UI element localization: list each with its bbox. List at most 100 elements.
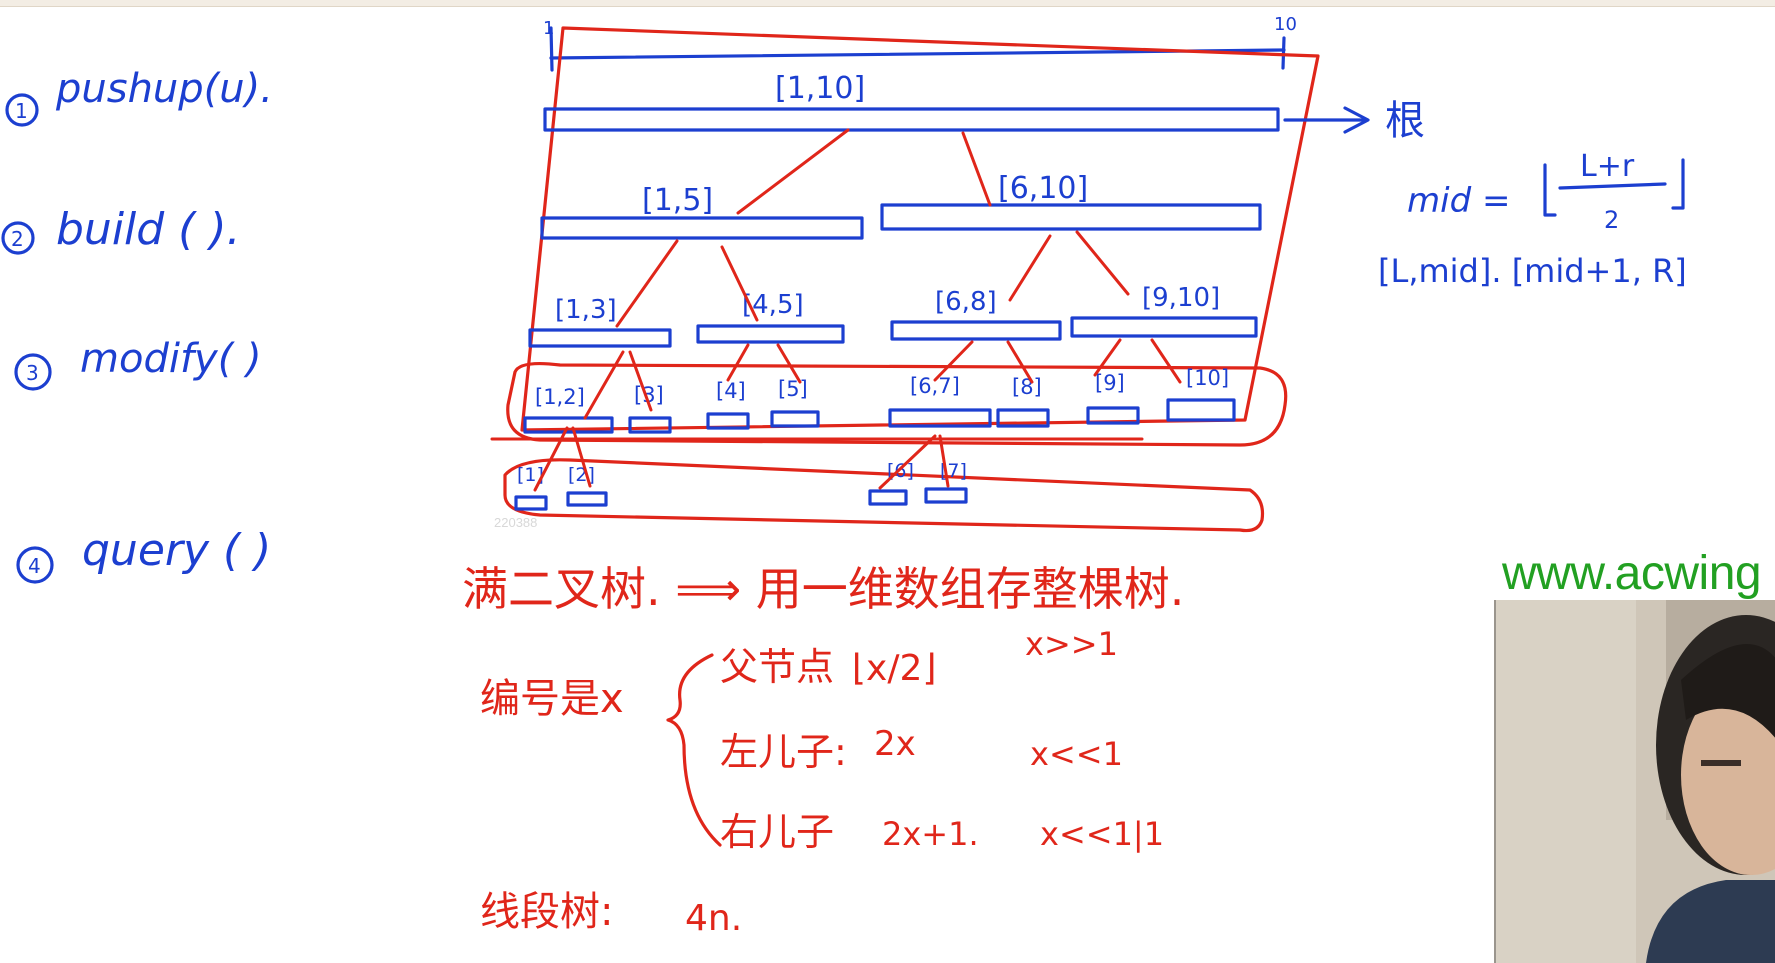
list-number: 1 [15, 99, 28, 123]
split-intervals: [L,mid]. [mid+1, R] [1378, 252, 1687, 290]
floor-left-bracket [1543, 163, 1557, 217]
node-label-6-10: [6,10] [998, 171, 1088, 206]
curly-brace [666, 653, 722, 847]
node-box-root [543, 107, 1280, 132]
list-item-query: 4 query ( ) [16, 525, 271, 584]
note-parent-label: 父节点 [720, 645, 834, 689]
node-label-1-2: [1,2] [535, 385, 585, 409]
node-label-6-8: [6,8] [935, 287, 997, 317]
list-number: 2 [11, 227, 24, 251]
list-number: 4 [28, 554, 41, 578]
node-box-1-2 [523, 416, 614, 434]
mid-formula: mid = L+r 2 [L,mid]. [mid+1, R] [1378, 149, 1687, 290]
node-box-6-10 [880, 203, 1262, 231]
node-box-6-7 [888, 408, 992, 428]
node-box-2 [566, 491, 608, 507]
node-label-2: [2] [568, 464, 595, 486]
edge-9-10-right [1150, 338, 1182, 384]
node-label-root: [1,10] [775, 71, 865, 106]
note-left-label: 左儿子: [720, 730, 847, 774]
node-label-1: [1] [517, 464, 544, 486]
node-label-5: [5] [778, 377, 808, 401]
note-parent-expr: ⌊x/2⌋ [852, 648, 936, 689]
note-index-label: 编号是x [480, 676, 624, 722]
left-function-list: 1 pushup(u). 2 build ( ). 3 modify( ) 4 … [1, 66, 273, 584]
presenter-image [1496, 600, 1775, 963]
edge-1-3-right [628, 350, 653, 412]
edge-6-10-left [1008, 234, 1052, 302]
red-band-level3 [506, 361, 1288, 447]
node-box-6 [868, 489, 908, 506]
list-text-pushup: pushup(u). [55, 66, 273, 112]
note-left-expr: 2x [874, 724, 916, 764]
edge-1-2-right [571, 426, 592, 488]
root-arrow-head [1343, 106, 1370, 134]
root-arrow-label: 根 [1385, 98, 1425, 144]
node-box-9-10 [1070, 316, 1258, 338]
edge-root-right [961, 131, 992, 207]
list-item-pushup: 1 pushup(u). [5, 66, 273, 127]
list-number: 3 [26, 361, 39, 385]
top-edge-bar [0, 0, 1775, 7]
node-label-4-5: [4,5] [742, 290, 804, 320]
red-enclosing-box [520, 26, 1320, 432]
node-label-4: [4] [716, 379, 746, 403]
ruler-left-tick [549, 26, 554, 72]
node-box-5 [770, 410, 820, 428]
note-right-shift: x<<1|1 [1040, 815, 1164, 853]
note-segtree-size: 4n. [685, 898, 742, 939]
list-text-modify: modify( ) [80, 336, 262, 382]
node-box-8 [996, 408, 1050, 428]
floor-right-bracket [1671, 158, 1685, 210]
node-label-1-5: [1,5] [642, 183, 713, 218]
number-circle-4 [16, 546, 54, 584]
edge-6-8-left [933, 340, 974, 382]
node-box-10 [1166, 398, 1236, 422]
edge-6-8-right [1006, 340, 1034, 384]
mid-numerator: L+r [1580, 149, 1635, 184]
list-item-modify: 3 modify( ) [14, 336, 262, 391]
node-label-6-7: [6,7] [910, 374, 960, 398]
edge-1-2-left [533, 426, 569, 492]
fraction-bar [1558, 182, 1667, 190]
edge-4-5-right [776, 343, 802, 384]
watermark-logo: www.acwing [1502, 547, 1762, 600]
node-label-9: [9] [1095, 371, 1125, 395]
node-box-3 [628, 416, 672, 434]
node-box-6-8 [890, 320, 1062, 341]
number-circle-3 [14, 353, 52, 391]
number-circle-1 [5, 93, 39, 127]
node-label-10: [10] [1186, 366, 1229, 390]
note-right-expr: 2x+1. [882, 815, 979, 853]
note-segtree-label: 线段树: [480, 889, 613, 935]
list-item-build: 2 build ( ). [1, 204, 241, 255]
edge-1-5-left [615, 239, 679, 328]
list-text-build: build ( ). [56, 204, 241, 255]
node-box-4-5 [696, 324, 845, 344]
node-box-1 [514, 495, 548, 511]
node-label-1-3: [1,3] [555, 295, 617, 325]
edge-1-3-left [583, 350, 625, 420]
edge-6-10-right [1075, 230, 1130, 296]
list-text-query: query ( ) [82, 525, 271, 576]
note-full-binary-tree: 满二叉树. ⟹ 用一维数组存整棵树. [462, 562, 1184, 616]
node-box-4 [706, 412, 750, 430]
number-circle-2 [1, 221, 35, 255]
node-label-9-10: [9,10] [1142, 283, 1220, 313]
edge-1-5-right [720, 245, 759, 322]
node-box-9 [1086, 406, 1140, 425]
node-box-1-3 [528, 328, 672, 348]
faint-overlay-number: 220388 [494, 515, 538, 530]
edge-6-7-left [878, 434, 937, 490]
note-right-label: 右儿子 [720, 810, 834, 854]
edge-9-10-left [1093, 338, 1122, 377]
note-parent-shift: x>>1 [1025, 625, 1118, 663]
ruler-left-label: 1 [543, 18, 554, 39]
node-box-7 [924, 487, 968, 504]
segment-tree-diagram: 1 10 [1,10] 根 [1,5] [6,10] [1,3] [4 [490, 14, 1425, 533]
mid-lhs: mid = [1407, 181, 1510, 221]
ruler-right-tick [1281, 36, 1286, 70]
ruler-right-label: 10 [1274, 14, 1297, 35]
